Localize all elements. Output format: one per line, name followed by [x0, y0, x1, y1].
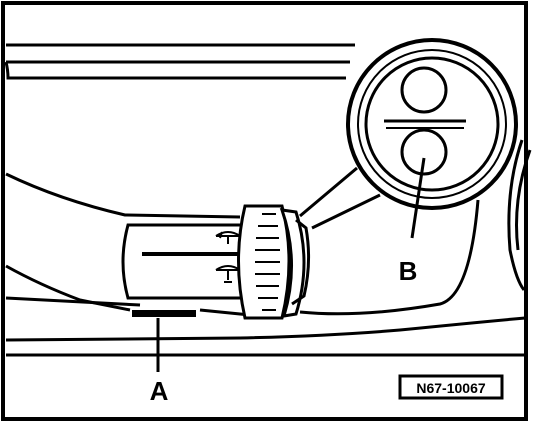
- wiper-front-icon: [215, 231, 241, 244]
- detail-magnifier: [346, 38, 518, 210]
- wiper-lever: [121, 223, 252, 300]
- callout-a: A: [150, 376, 169, 406]
- steering-column-shroud: [4, 43, 532, 357]
- leader-lines: [156, 157, 426, 372]
- callout-b: B: [399, 256, 418, 286]
- lever-tab-a: [132, 310, 196, 317]
- knurled-ring: [237, 204, 311, 320]
- detail-lower-button: [400, 128, 448, 176]
- detail-upper-button: [400, 66, 448, 114]
- magnifier-connector: [299, 166, 381, 230]
- wiper-rear-icon: [215, 265, 241, 283]
- figure-code-box: [398, 374, 504, 400]
- figure-code: N67-10067: [416, 380, 485, 396]
